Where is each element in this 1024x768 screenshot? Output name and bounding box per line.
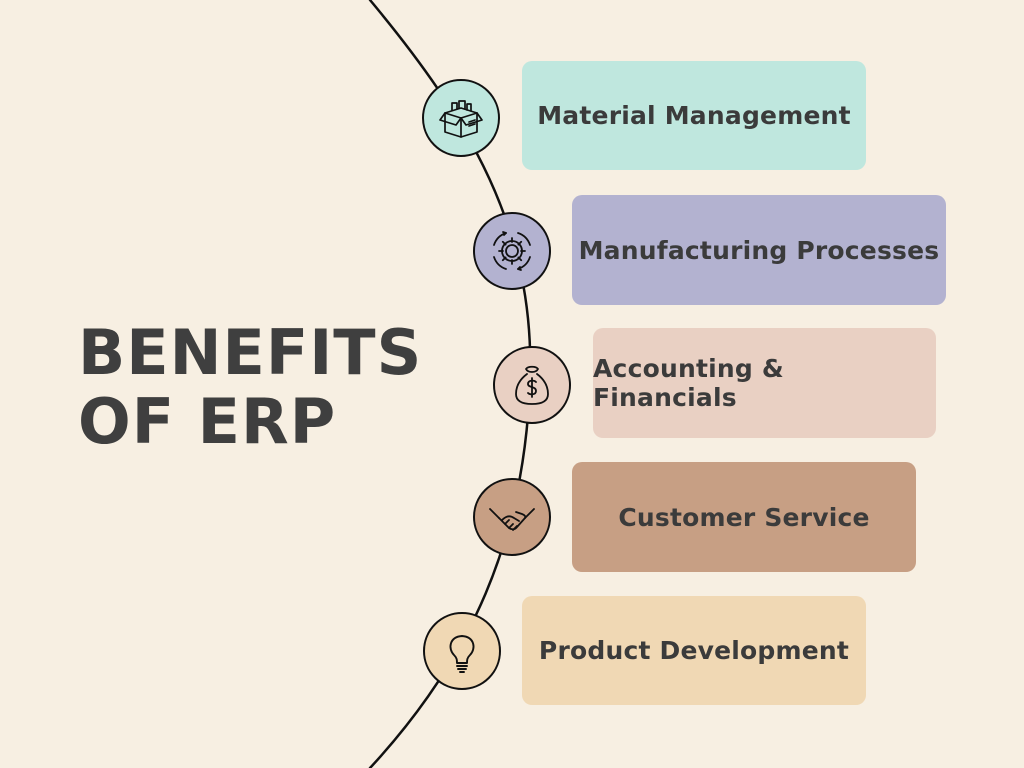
accounting-financials-icon-circle: [493, 346, 571, 424]
product-development-card: Product Development: [522, 596, 866, 705]
manufacturing-processes-card: Manufacturing Processes: [572, 195, 946, 305]
material-management-icon-circle: [422, 79, 500, 157]
title-line-2: OF ERP: [78, 385, 337, 459]
material-management-label: Material Management: [537, 101, 851, 130]
customer-service-icon-circle: [473, 478, 551, 556]
customer-service-label: Customer Service: [618, 502, 870, 532]
page-title: BENEFITS OF ERP: [78, 318, 422, 457]
handshake-icon: [489, 508, 535, 531]
lightbulb-icon: [449, 635, 475, 673]
accounting-financials-label: Accounting & Financials: [593, 354, 784, 412]
product-development-icon-circle: [423, 612, 501, 690]
gear-cycle-icon: [493, 231, 531, 271]
material-management-card: Material Management: [522, 61, 866, 170]
manufacturing-processes-icon-circle: [473, 212, 551, 290]
money-bag-icon: [515, 365, 549, 405]
customer-service-card: Customer Service: [572, 462, 916, 572]
title-line-1: BENEFITS: [78, 316, 423, 389]
product-development-label: Product Development: [538, 636, 850, 665]
manufacturing-processes-label: Manufacturing Processes: [578, 235, 940, 265]
box-icon: [439, 100, 483, 138]
accounting-financials-card: Accounting & Financials: [593, 328, 936, 438]
